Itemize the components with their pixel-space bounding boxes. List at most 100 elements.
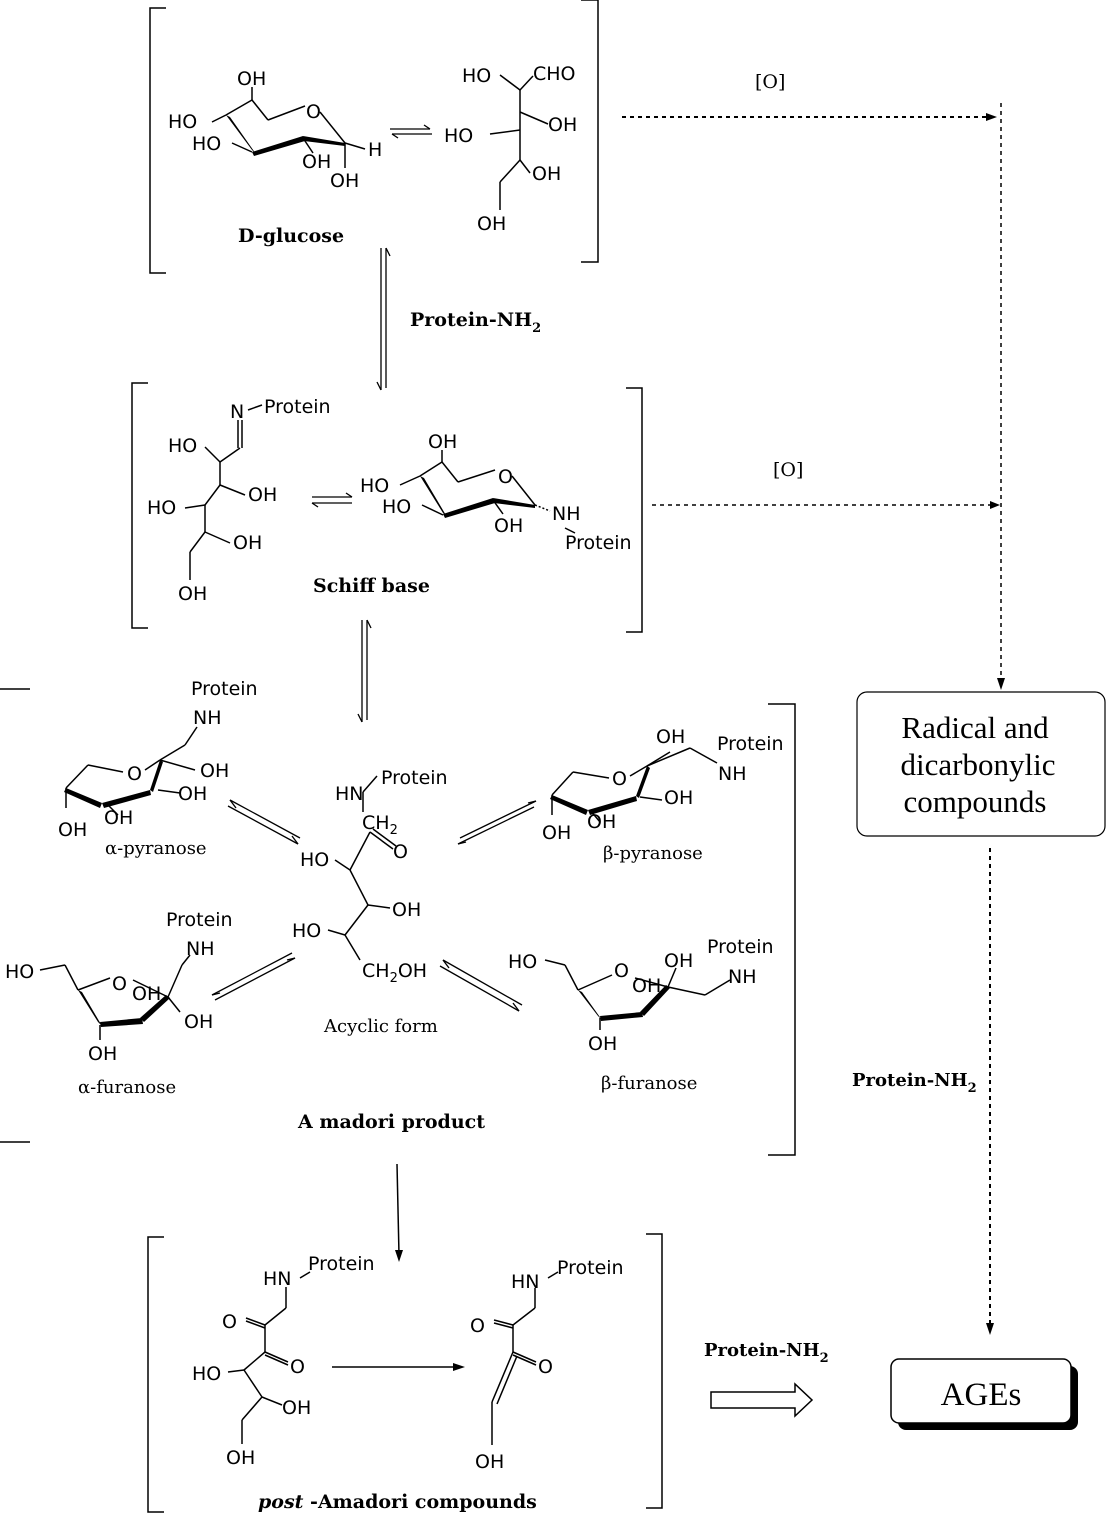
schiff-base-bracket <box>131 382 643 633</box>
oh-atom: OH <box>184 1011 213 1033</box>
oh-atom: OH <box>494 515 523 537</box>
oh-atom: OH <box>248 484 277 506</box>
post-amadori-label: post -Amadori compounds <box>258 1491 537 1513</box>
amadori-bracket <box>0 688 796 1156</box>
oh-atom: OH <box>58 819 87 841</box>
glucose-bracket <box>149 0 599 274</box>
oh-atom: OH <box>532 163 561 185</box>
oh-atom: OH <box>428 431 457 453</box>
radical-line-2: dicarbonylic <box>901 747 1056 782</box>
nh-group: NH <box>186 938 215 960</box>
carbonyl-oxygen: O <box>290 1356 305 1378</box>
post-amadori-structure-2: Protein HN O O OH <box>470 1257 624 1473</box>
nh-group: NH <box>718 763 747 785</box>
ring-oxygen: O <box>112 973 127 995</box>
equilibrium-arrow <box>311 492 353 508</box>
protein-group: Protein <box>166 909 233 931</box>
hn-group: HN <box>263 1268 292 1290</box>
oh-atom: OH <box>104 807 133 829</box>
schiff-base-label: Schiff base <box>313 575 430 597</box>
arrowhead <box>990 501 1000 509</box>
radical-line-1: Radical and <box>901 710 1049 745</box>
oh-atom: OH <box>392 899 421 921</box>
equilibrium-arrow-diagonal <box>439 959 523 1012</box>
ring-oxygen: O <box>127 763 142 785</box>
oh-atom: OH <box>542 822 571 844</box>
radical-line-3: compounds <box>904 784 1047 819</box>
alpha-pyranose-structure: Protein NH O OH OH OH OH <box>58 678 258 841</box>
equilibrium-arrow-diagonal <box>211 952 296 1001</box>
post-amadori-bracket <box>147 1233 663 1513</box>
acyclic-amadori-structure: Protein HN CH2 O HO OH HO CH2OH <box>292 767 448 986</box>
glucose-open-chain-structure: HO CHO OH HO OH OH <box>444 63 577 235</box>
ring-oxygen: O <box>306 101 321 123</box>
radical-dicarbonyl-box: Radical and dicarbonylic compounds <box>856 691 1106 837</box>
carbonyl-oxygen: O <box>538 1356 553 1378</box>
methylene-group: CH2 <box>362 812 398 838</box>
hn-group: HN <box>335 783 364 805</box>
beta-pyranose-label: β-pyranose <box>603 843 703 864</box>
protein-nh2-label: Protein-NH2 <box>410 309 541 336</box>
hn-group: HN <box>511 1271 540 1293</box>
oh-atom: OH <box>475 1451 504 1473</box>
ho-atom: HO <box>147 497 176 519</box>
aldehyde-group: CHO <box>533 63 576 85</box>
schiff-base-open-chain-structure: N Protein HO OH HO OH OH <box>147 396 331 605</box>
carbonyl-oxygen: O <box>222 1311 237 1333</box>
oh-atom: OH <box>477 213 506 235</box>
protein-group: Protein <box>557 1257 624 1279</box>
oh-atom: OH <box>178 783 207 805</box>
arrowhead <box>453 1363 465 1371</box>
beta-furanose-structure: Protein NH HO O OH OH OH <box>508 936 774 1055</box>
protein-group: Protein <box>565 532 632 554</box>
oh-atom: OH <box>664 787 693 809</box>
alpha-furanose-structure: Protein NH HO O OH OH OH <box>5 909 233 1065</box>
oh-atom: OH <box>282 1397 311 1419</box>
equilibrium-arrow-vertical <box>357 619 372 723</box>
protein-group: Protein <box>717 733 784 755</box>
ho-atom: HO <box>168 111 197 133</box>
oxidation-label: [O] <box>773 459 803 481</box>
ho-atom: HO <box>192 1363 221 1385</box>
protein-nh2-label: Protein-NH2 <box>852 1070 977 1096</box>
oh-atom: OH <box>330 170 359 192</box>
protein-nh2-label: Protein-NH2 <box>704 1340 829 1366</box>
alpha-furanose-label: α-furanose <box>78 1077 176 1098</box>
equilibrium-arrow-vertical <box>376 247 391 391</box>
oh-atom: OH <box>226 1447 255 1469</box>
ch2oh-group: CH2OH <box>362 960 427 986</box>
ring-oxygen: O <box>498 466 513 488</box>
ages-label: AGEs <box>941 1377 1022 1413</box>
equilibrium-arrow <box>390 124 432 139</box>
post-amadori-structure-1: Protein HN O O HO OH OH <box>192 1253 375 1469</box>
oh-atom: OH <box>237 68 266 90</box>
protein-group: Protein <box>707 936 774 958</box>
equilibrium-arrow-diagonal <box>227 799 301 845</box>
oh-atom: OH <box>632 975 661 997</box>
protein-group: Protein <box>264 396 331 418</box>
ho-atom: HO <box>5 961 34 983</box>
beta-pyranose-structure: Protein NH OH O OH OH OH <box>542 726 784 844</box>
nh-group: NH <box>552 503 581 525</box>
oh-atom: OH <box>132 983 161 1005</box>
glucose-pyranose-structure: OH O HO HO OH OH H <box>168 68 382 192</box>
arrowhead <box>986 1323 994 1335</box>
equilibrium-arrow-diagonal <box>457 800 537 845</box>
oh-atom: OH <box>178 583 207 605</box>
oh-atom: OH <box>88 1043 117 1065</box>
oh-atom: OH <box>233 532 262 554</box>
ho-atom: HO <box>360 475 389 497</box>
nh-group: NH <box>193 707 222 729</box>
ring-oxygen: O <box>614 960 629 982</box>
alpha-pyranose-label: α-pyranose <box>105 838 207 859</box>
protein-group: Protein <box>191 678 258 700</box>
carbonyl-oxygen: O <box>393 841 408 863</box>
arrowhead <box>986 113 997 121</box>
beta-furanose-label: β-furanose <box>601 1073 697 1094</box>
amadori-product-label: A madori product <box>297 1111 485 1133</box>
ring-oxygen: O <box>612 768 627 790</box>
carbonyl-oxygen: O <box>470 1315 485 1337</box>
ho-atom: HO <box>444 125 473 147</box>
acyclic-form-label: Acyclic form <box>323 1016 438 1037</box>
